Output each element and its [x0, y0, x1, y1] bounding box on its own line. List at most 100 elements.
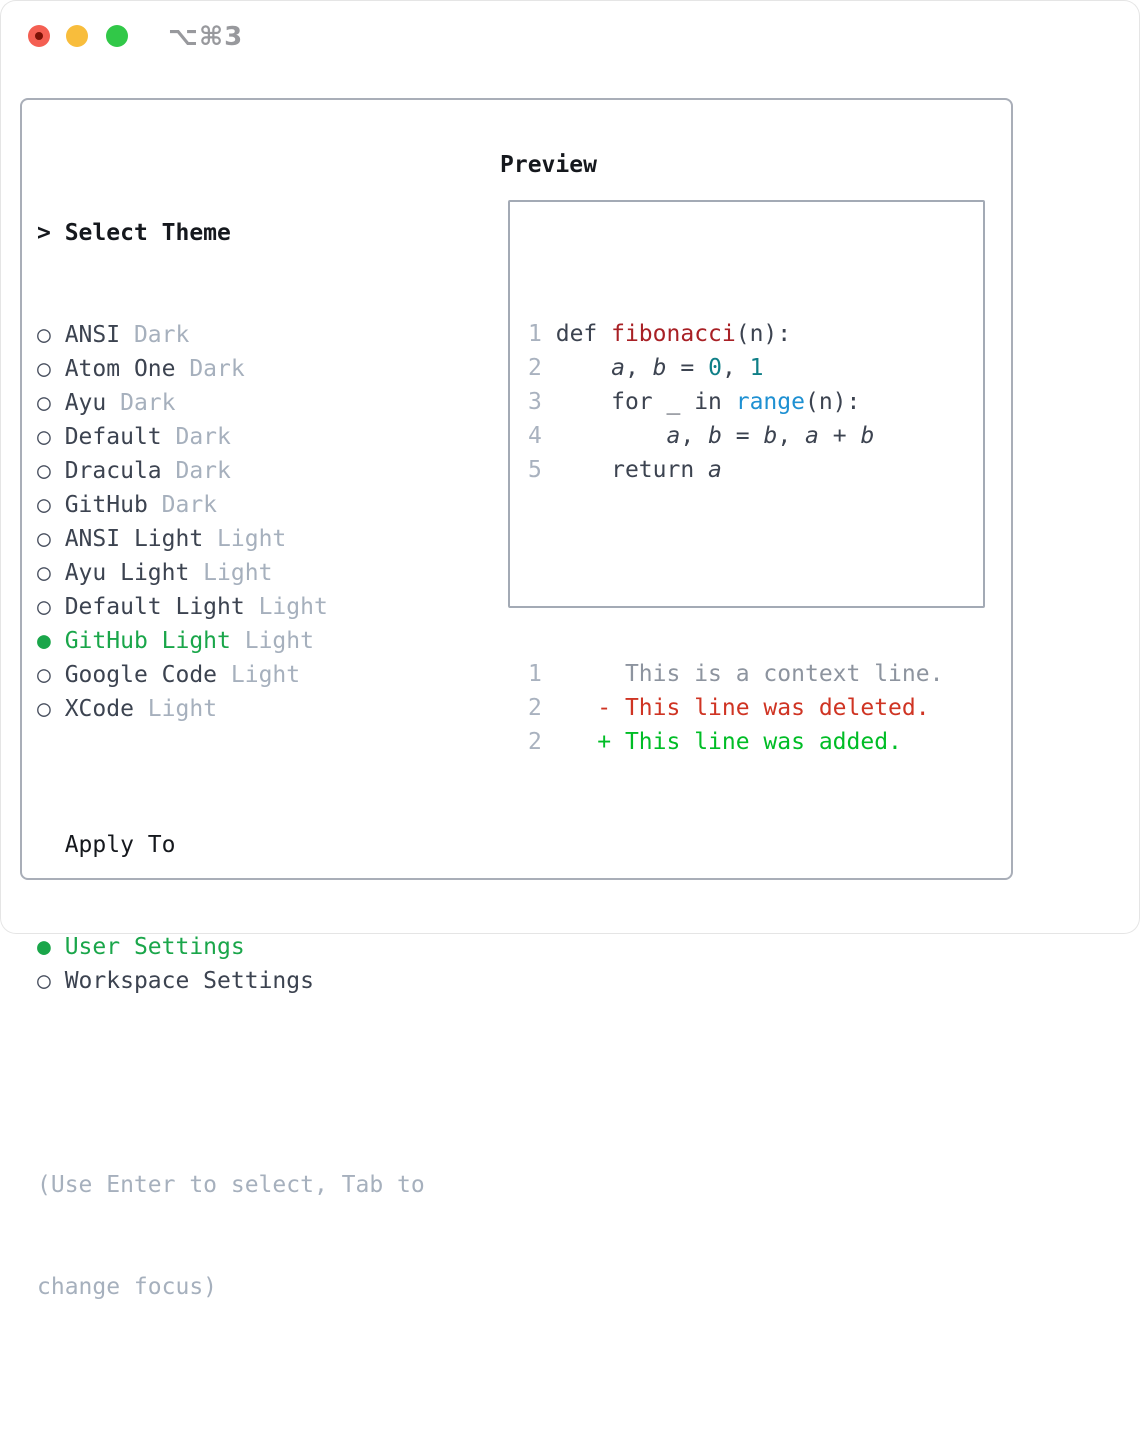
theme-option-ayu-light[interactable]: ○ Ayu Light Light — [37, 556, 425, 590]
code-line: 4 a, b = b, a + b — [528, 419, 983, 453]
code-token: 1 — [749, 355, 764, 381]
code-token: b — [708, 423, 722, 449]
window-title: ⌥⌘3 — [168, 22, 244, 52]
code-token: fibonacci — [611, 321, 736, 347]
code-token: return — [555, 457, 709, 483]
theme-option-github-light[interactable]: ● GitHub Light Light — [37, 624, 425, 658]
code-token: = — [666, 355, 709, 381]
code-token: , — [680, 423, 709, 449]
text-segment — [542, 695, 597, 721]
theme-option-dracula[interactable]: ○ Dracula Dark — [37, 454, 425, 488]
theme-option-ansi[interactable]: ○ ANSI Dark — [37, 318, 425, 352]
text-segment — [542, 355, 556, 381]
code-token: b — [860, 423, 875, 449]
diff-text: This line was added. — [624, 729, 902, 755]
theme-name: Ayu Light — [64, 560, 190, 586]
diff-text: This is a context line. — [624, 661, 944, 687]
radio-selected-icon: ● — [37, 934, 65, 960]
theme-picker-panel: >Select Theme ○ ANSI Dark○ Atom One Dark… — [20, 98, 1013, 1300]
code-token: def — [555, 321, 612, 347]
theme-option-github[interactable]: ○ GitHub Dark — [37, 488, 425, 522]
theme-name: Ayu — [64, 390, 107, 416]
theme-name: XCode — [64, 696, 134, 722]
theme-variant: Dark — [106, 390, 176, 416]
code-token: , — [721, 355, 750, 381]
code-token: a — [666, 423, 681, 449]
code-token: a — [611, 355, 625, 381]
code-token: = — [721, 423, 764, 449]
diff-marker: - — [597, 695, 625, 721]
radio-icon: ○ — [37, 968, 65, 994]
theme-name: ANSI Light — [64, 526, 204, 552]
line-number: 1 — [528, 321, 542, 347]
close-button[interactable] — [28, 25, 50, 47]
theme-option-xcode[interactable]: ○ XCode Light — [37, 692, 425, 726]
theme-name: Default Light — [64, 594, 245, 620]
code-token: range — [735, 389, 805, 415]
apply-option-label: User Settings — [64, 934, 245, 960]
unsaved-indicator-dot — [35, 32, 43, 40]
radio-icon: ○ — [37, 322, 65, 348]
preview-header: Preview — [500, 152, 597, 178]
apply-to-header: Apply To — [37, 828, 425, 862]
radio-icon: ○ — [37, 424, 65, 450]
theme-variant: Dark — [161, 424, 231, 450]
zoom-button[interactable] — [106, 25, 128, 47]
apply-option-user-settings[interactable]: ● User Settings — [37, 930, 425, 964]
code-token: + — [818, 423, 861, 449]
theme-name: GitHub Light — [64, 628, 231, 654]
code-line: 5 return a — [528, 453, 983, 487]
line-number: 2 — [528, 355, 542, 381]
text-segment — [542, 729, 597, 755]
code-token: for _ in — [555, 389, 736, 415]
theme-selector-column: >Select Theme ○ ANSI Dark○ Atom One Dark… — [37, 148, 425, 1440]
text-segment — [542, 457, 556, 483]
apply-option-workspace-settings[interactable]: ○ Workspace Settings — [37, 964, 425, 998]
code-token: a — [708, 457, 722, 483]
diff-preview: 1 This is a context line. 2 - This line w… — [528, 657, 983, 759]
theme-option-ansi-light[interactable]: ○ ANSI Light Light — [37, 522, 425, 556]
theme-variant: Dark — [175, 356, 245, 382]
line-number: 5 — [528, 457, 542, 483]
radio-icon: ○ — [37, 696, 65, 722]
apply-option-label: Workspace Settings — [64, 968, 314, 994]
radio-icon: ○ — [37, 356, 65, 382]
code-token: a — [805, 423, 819, 449]
code-token — [556, 355, 611, 381]
radio-icon: ○ — [37, 390, 65, 416]
theme-option-ayu[interactable]: ○ Ayu Dark — [37, 386, 425, 420]
apply-to-label: Apply To — [64, 832, 176, 858]
text-segment — [542, 423, 556, 449]
line-number: 4 — [528, 423, 542, 449]
radio-icon: ○ — [37, 492, 65, 518]
radio-icon: ○ — [37, 526, 65, 552]
line-number: 3 — [528, 389, 542, 415]
theme-name: Dracula — [64, 458, 162, 484]
preview-spacer — [528, 555, 983, 589]
diff-line-added: 2 + This line was added. — [528, 725, 983, 759]
select-theme-label: Select Theme — [64, 220, 231, 246]
theme-option-google-code[interactable]: ○ Google Code Light — [37, 658, 425, 692]
text-segment — [542, 661, 625, 687]
app-window: ⌥⌘3 >Select Theme ○ ANSI Dark○ Atom One … — [20, 22, 1013, 1300]
select-theme-header: >Select Theme — [37, 216, 425, 250]
line-number: 1 — [528, 661, 542, 687]
theme-name: ANSI — [64, 322, 121, 348]
code-token: (n): — [804, 389, 861, 415]
theme-option-default-light[interactable]: ○ Default Light Light — [37, 590, 425, 624]
code-line: 2 a, b = 0, 1 — [528, 351, 983, 385]
apply-to-list: ● User Settings○ Workspace Settings — [37, 930, 425, 998]
code-line: 3 for _ in range(n): — [528, 385, 983, 419]
help-line: (Use Enter to select, Tab to — [37, 1172, 425, 1198]
minimize-button[interactable] — [66, 25, 88, 47]
code-token: b — [652, 355, 667, 381]
theme-variant: Light — [244, 594, 328, 620]
theme-name: Default — [64, 424, 162, 450]
radio-icon: ○ — [37, 662, 65, 688]
line-number: 2 — [528, 695, 542, 721]
theme-option-atom-one[interactable]: ○ Atom One Dark — [37, 352, 425, 386]
theme-option-default[interactable]: ○ Default Dark — [37, 420, 425, 454]
code-token: b — [763, 423, 778, 449]
